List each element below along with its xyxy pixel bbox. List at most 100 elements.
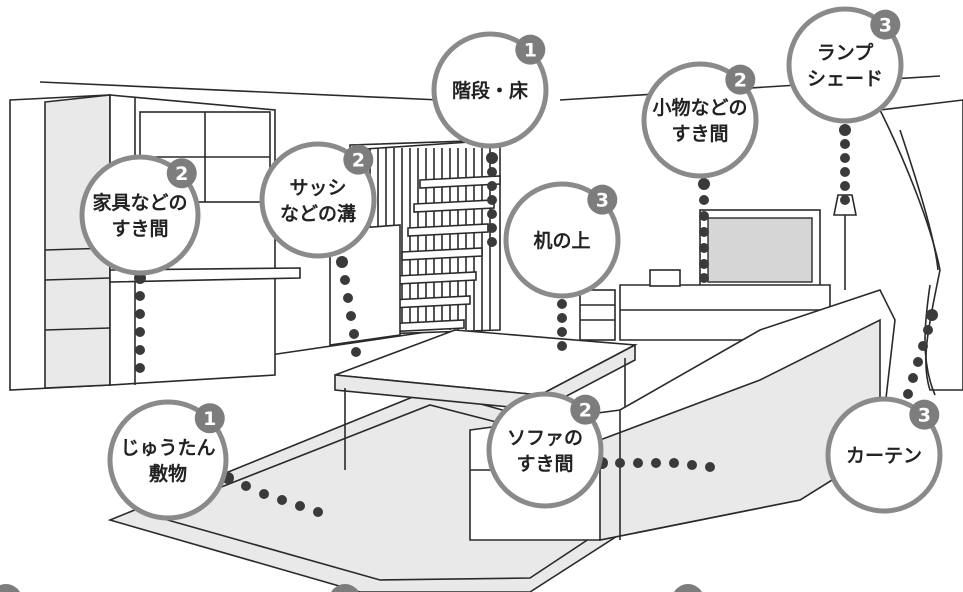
leader-dot (135, 363, 145, 373)
leader-dot (918, 341, 928, 351)
leader-dot (557, 313, 567, 323)
stair-step (401, 247, 483, 261)
leader-dot (839, 124, 851, 136)
number-badge-label: 2 (579, 400, 592, 422)
callout-label: などの溝 (280, 202, 356, 225)
callout-label: すき間 (516, 453, 573, 475)
leader-dot (840, 153, 850, 163)
leader-dot (903, 389, 913, 399)
leader-dot (295, 501, 305, 511)
leader-dot (687, 460, 697, 470)
callouts: 階段・床1小物などのすき間2ランプシェード3家具などのすき間2サッシなどの溝2机… (79, 6, 943, 521)
callout-label: サッシ (289, 177, 346, 199)
callout-stairs-floor: 階段・床1 (431, 31, 549, 149)
leader-dot (615, 458, 625, 468)
number-badge-label: 1 (524, 40, 537, 62)
leader-dot (313, 507, 323, 517)
callout-circle (503, 181, 621, 299)
leader-dot (699, 243, 709, 253)
leader-dot (699, 211, 709, 221)
callout-circle (79, 154, 201, 276)
number-badge (587, 184, 618, 215)
callout-label: 家具などの (92, 191, 187, 214)
leader-dot (135, 291, 145, 301)
callout-circle (786, 6, 904, 124)
leader-dot (486, 152, 498, 164)
number-badge (870, 9, 901, 40)
callout-label: ソファの (507, 427, 583, 449)
leader-dot (557, 341, 567, 351)
callout-circle (486, 391, 604, 509)
callout-label: シェード (807, 68, 883, 90)
leader-dot (557, 299, 567, 309)
callout-circle (259, 141, 377, 259)
stair-step (407, 223, 489, 237)
leader-dot (926, 309, 938, 321)
callout-label: すき間 (111, 218, 168, 240)
leader-dot (277, 495, 287, 505)
leader-dots (134, 124, 938, 517)
leader-dot (651, 458, 661, 468)
leader-dot (135, 345, 145, 355)
callout-label: すき間 (671, 123, 728, 145)
leader-dot (349, 329, 359, 339)
leader-dot (698, 178, 710, 190)
callout-label: 敷物 (149, 462, 187, 485)
curtain-drape (878, 99, 963, 396)
number-badge (166, 158, 197, 189)
callout-circle (431, 31, 549, 149)
stair-step (413, 199, 495, 213)
leader-dot (699, 273, 709, 283)
callout-circle (825, 396, 943, 514)
leader-dot (487, 167, 497, 177)
leader-dot (487, 223, 497, 233)
callout-label: ランプ (817, 41, 874, 64)
leader-dot (351, 347, 361, 357)
number-badge-label: 2 (175, 163, 188, 185)
leader-dot (699, 195, 709, 205)
number-badge (515, 34, 546, 65)
leader-dot (487, 181, 497, 191)
leader-dot (913, 357, 923, 367)
leader-dot (487, 195, 497, 205)
leader-dot (840, 181, 850, 191)
leader-dot (487, 237, 497, 247)
leader-dot (699, 259, 709, 269)
leader-dot (908, 373, 918, 383)
leader-dot (840, 195, 850, 205)
leader-dot (699, 227, 709, 237)
callout-circle (107, 399, 229, 521)
callout-label: じゅうたん (120, 437, 215, 459)
number-badge (343, 144, 374, 175)
leader-dot (487, 209, 497, 219)
number-badge-label: 1 (203, 408, 216, 430)
number-badge-label: 2 (734, 70, 747, 92)
leader-dot (135, 327, 145, 337)
callout-circle (641, 61, 759, 179)
floor-lamp (833, 194, 857, 290)
leader-dot (241, 481, 251, 491)
leader-dot (840, 139, 850, 149)
bottom-partial-badges (0, 584, 702, 592)
number-badge (725, 64, 756, 95)
leader-dot (669, 458, 679, 468)
callout-label: 机の上 (533, 230, 590, 252)
tv-stand (579, 209, 831, 341)
leader-dot (346, 311, 356, 321)
leader-dot (923, 325, 933, 335)
leader-dot (840, 167, 850, 177)
leader-dot (557, 327, 567, 337)
number-badge (909, 399, 940, 430)
number-badge-label: 3 (918, 405, 931, 427)
callout-label: 小物などの (652, 96, 747, 119)
leader-dot (259, 489, 269, 499)
